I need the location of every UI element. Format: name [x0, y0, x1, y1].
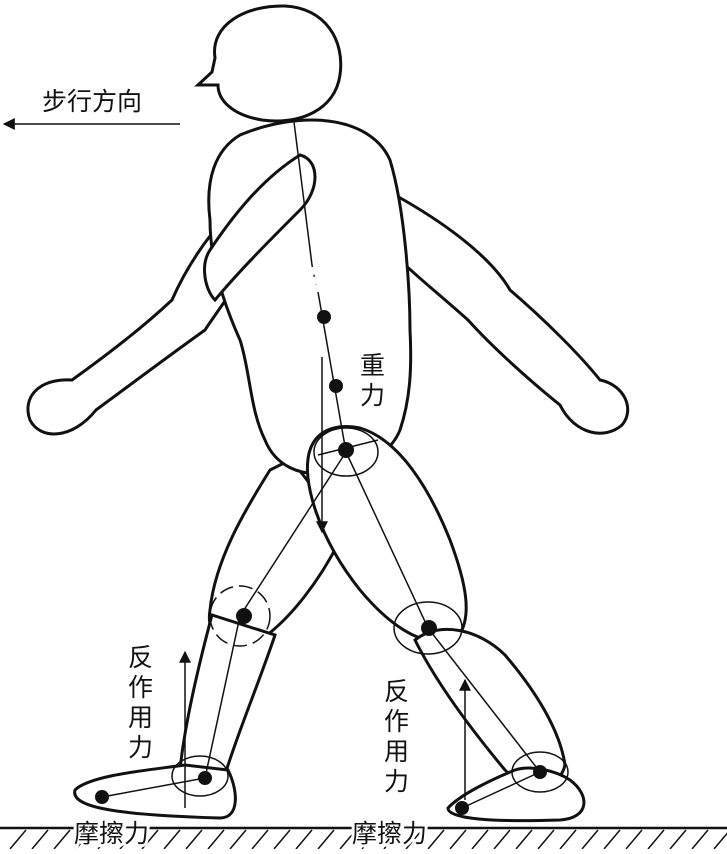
front-arm — [395, 195, 628, 433]
head — [198, 6, 341, 121]
reaction-label-back: 反作用力 — [128, 643, 153, 762]
friction-label-front: 摩擦力 — [352, 819, 427, 848]
friction-label-back: 摩擦力 — [74, 819, 149, 848]
direction-label: 步行方向 — [42, 87, 142, 116]
front-leg — [307, 427, 583, 821]
reaction-label-front: 反作用力 — [384, 677, 409, 796]
gravity-label: 重力 — [360, 351, 385, 410]
